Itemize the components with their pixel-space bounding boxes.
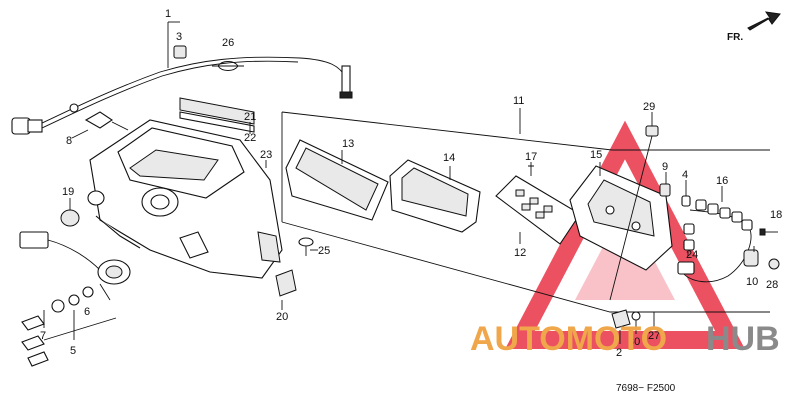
- front-direction-label: FR.: [727, 32, 743, 43]
- bulb-socket: [659, 172, 671, 197]
- panel-frame: [389, 159, 481, 233]
- callout-1: 1: [165, 8, 171, 20]
- screw-17: [528, 162, 534, 176]
- cap: [60, 209, 80, 227]
- pad: [275, 269, 297, 297]
- meter-lens: [285, 139, 389, 221]
- callout-15: 15: [590, 149, 602, 161]
- bulb: [681, 180, 691, 207]
- callout-8: 8: [66, 135, 72, 147]
- meter-case: [87, 119, 283, 279]
- watermark-automoto: AUTOMOTO: [470, 320, 667, 358]
- circuit-plate: [495, 175, 581, 245]
- grommet: [173, 45, 187, 59]
- callout-27: 27: [648, 330, 660, 342]
- callout-2: 2: [616, 347, 622, 359]
- callout-6: 6: [84, 306, 90, 318]
- speedometer-cable: [11, 22, 353, 135]
- ignition-switch: [19, 231, 131, 367]
- callout-29: 29: [643, 101, 655, 113]
- callout-19: 19: [62, 186, 74, 198]
- callout-11: 11: [513, 95, 524, 107]
- callout-24: 24: [686, 249, 698, 261]
- callout-30: 30: [628, 336, 640, 348]
- bracket-bolts: [611, 309, 660, 344]
- callout-20: 20: [276, 311, 288, 323]
- wire-harness: [677, 186, 753, 283]
- front-direction-arrow: [747, 11, 781, 31]
- callout-26: 26: [222, 37, 234, 49]
- callout-9: 9: [662, 161, 668, 173]
- assembly-boundary: [281, 111, 770, 313]
- callout-17: 17: [525, 151, 537, 163]
- callout-25: 25: [318, 245, 330, 257]
- callout-3: 3: [176, 31, 182, 43]
- callout-22: 22: [244, 132, 256, 144]
- screw-25: [298, 237, 314, 256]
- callout-18: 18: [770, 209, 782, 221]
- callout-12: 12: [514, 247, 526, 259]
- callout-10: 10: [746, 276, 758, 288]
- watermark-text: AUTOMOTO HUB: [470, 320, 780, 358]
- callout-21: 21: [244, 111, 256, 123]
- callout-23: 23: [260, 149, 272, 161]
- watermark-hub: HUB: [706, 320, 780, 358]
- cable-clip: [212, 61, 244, 71]
- meter-base: [569, 162, 673, 271]
- callout-28: 28: [766, 279, 778, 291]
- leader-lines: [69, 21, 755, 334]
- connector-10: [743, 249, 759, 267]
- figure-code: 7698− F2500: [616, 383, 676, 394]
- callout-labels: 1 3 26 8 21 22 23 19 25 20 7 6 5 11 13 1…: [40, 8, 782, 359]
- screw-18: [759, 228, 778, 236]
- callout-14: 14: [443, 152, 455, 164]
- callout-16: 16: [716, 175, 728, 187]
- switch-connector: [71, 111, 129, 139]
- callout-7: 7: [40, 330, 46, 342]
- callout-13: 13: [342, 138, 354, 150]
- callout-4: 4: [682, 169, 688, 181]
- nut-29: [609, 112, 659, 301]
- callout-5: 5: [70, 345, 76, 357]
- nut-28: [768, 258, 780, 270]
